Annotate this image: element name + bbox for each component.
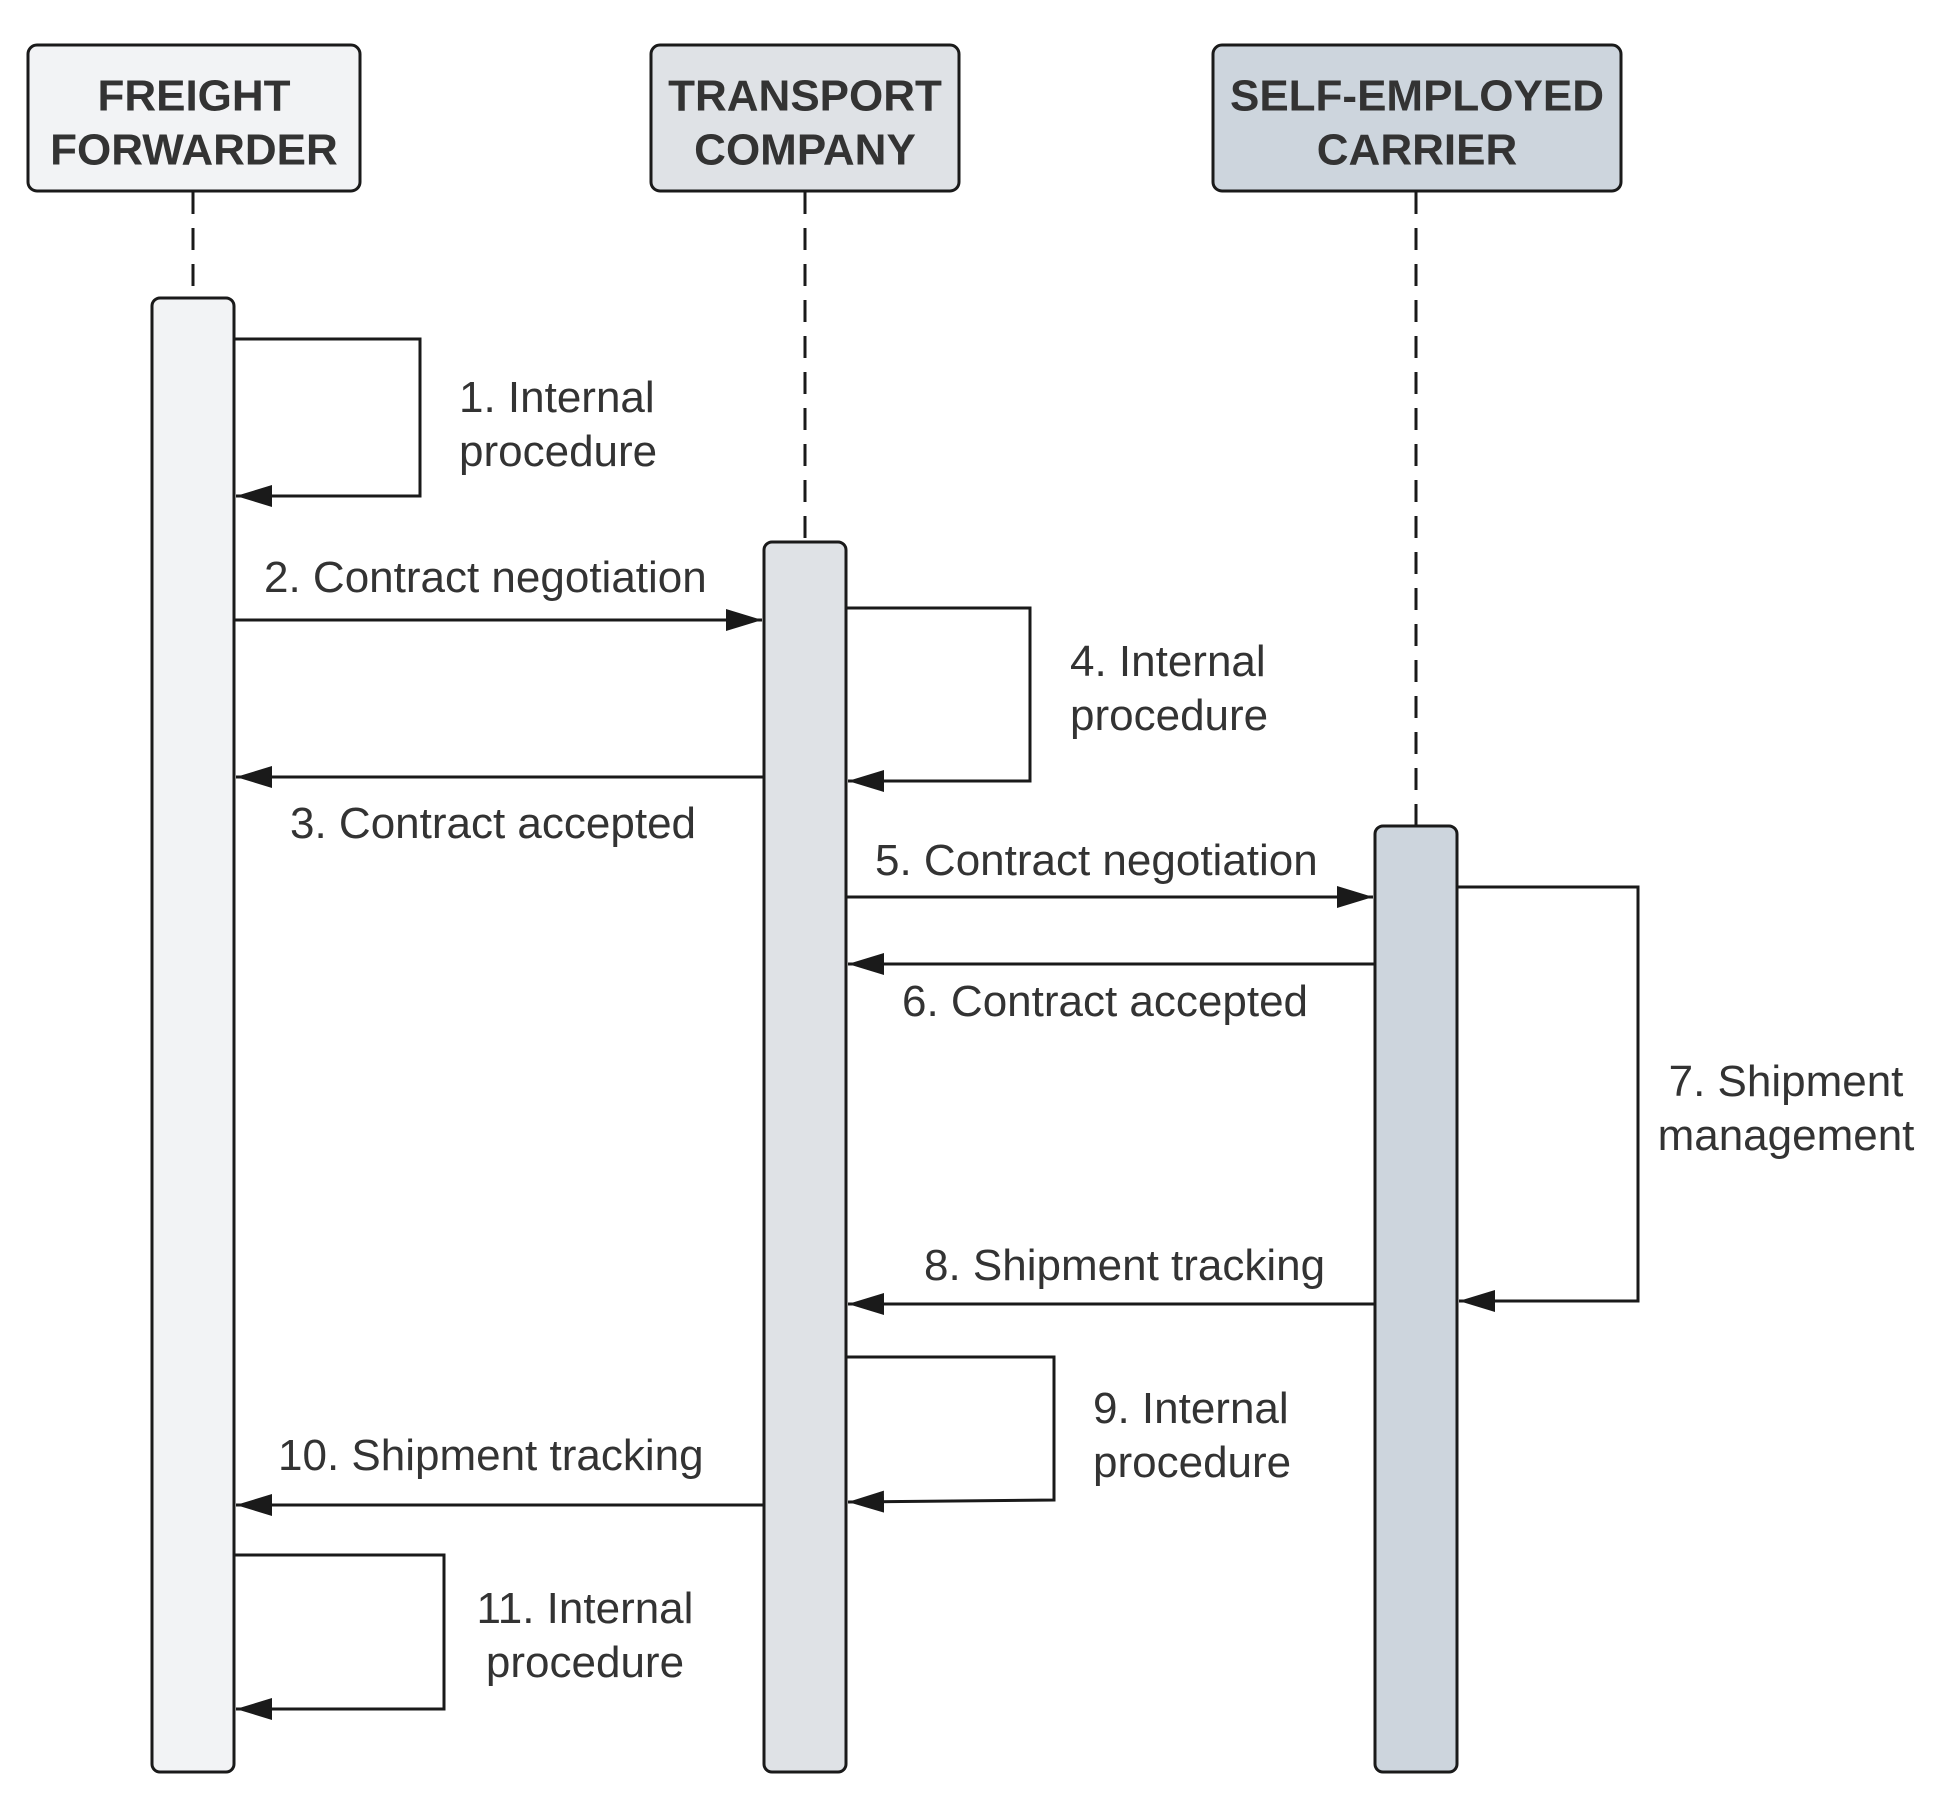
actor-transport-company: TRANSPORT COMPANY	[649, 43, 961, 193]
message-label-line: 4. Internal	[1070, 637, 1266, 686]
message-4-internal-procedure: 4. Internal procedure	[846, 606, 1268, 792]
message-label-line: 7. Shipment	[1669, 1057, 1904, 1106]
message-label-line: management	[1658, 1111, 1915, 1160]
activation-bar-freight-forwarder	[150, 296, 236, 1774]
actor-label-line: SELF-EMPLOYED	[1230, 72, 1604, 121]
message-7-shipment-management: 7. Shipment management	[1457, 885, 1915, 1312]
message-label-line: 1. Internal	[459, 373, 655, 422]
actor-label-line: COMPANY	[694, 126, 916, 175]
message-label-line: 6. Contract accepted	[902, 977, 1308, 1026]
message-label-line: procedure	[486, 1638, 684, 1687]
message-arrow	[234, 337, 422, 507]
message-label-line: procedure	[459, 427, 657, 476]
message-8-shipment-tracking: 8. Shipment tracking	[848, 1241, 1375, 1315]
message-arrow	[1457, 885, 1640, 1312]
activation-bar-self-employed-carrier	[1373, 824, 1459, 1774]
message-label-line: procedure	[1093, 1438, 1291, 1487]
actor-label-line: CARRIER	[1317, 126, 1517, 175]
activation-bar-transport-company	[762, 540, 848, 1774]
message-label-line: 9. Internal	[1093, 1384, 1289, 1433]
message-label-line: 8. Shipment tracking	[924, 1241, 1325, 1290]
message-arrow	[234, 1553, 446, 1720]
message-5-contract-negotiation: 5. Contract negotiation	[846, 836, 1373, 908]
message-1-internal-procedure: 1. Internal procedure	[234, 337, 657, 507]
actor-label-line: TRANSPORT	[668, 72, 942, 121]
actor-freight-forwarder: FREIGHT FORWARDER	[26, 43, 362, 193]
actor-label-line: FORWARDER	[50, 126, 338, 175]
message-label-line: 10. Shipment tracking	[278, 1431, 704, 1480]
message-label-line: 11. Internal	[477, 1584, 694, 1633]
message-10-shipment-tracking: 10. Shipment tracking	[236, 1431, 764, 1516]
message-label-line: 2. Contract negotiation	[264, 553, 707, 602]
message-2-contract-negotiation: 2. Contract negotiation	[234, 553, 762, 631]
message-label-line: procedure	[1070, 691, 1268, 740]
message-6-contract-accepted: 6. Contract accepted	[848, 953, 1375, 1026]
message-arrow	[846, 1355, 1056, 1513]
message-9-internal-procedure: 9. Internal procedure	[846, 1355, 1291, 1513]
message-11-internal-procedure: 11. Internal procedure	[234, 1553, 694, 1720]
actor-label-line: FREIGHT	[97, 72, 290, 121]
actor-self-employed-carrier: SELF-EMPLOYED CARRIER	[1211, 43, 1623, 193]
message-label-line: 3. Contract accepted	[290, 799, 696, 848]
message-label-line: 5. Contract negotiation	[875, 836, 1318, 885]
message-3-contract-accepted: 3. Contract accepted	[236, 766, 764, 848]
message-arrow	[846, 606, 1032, 792]
